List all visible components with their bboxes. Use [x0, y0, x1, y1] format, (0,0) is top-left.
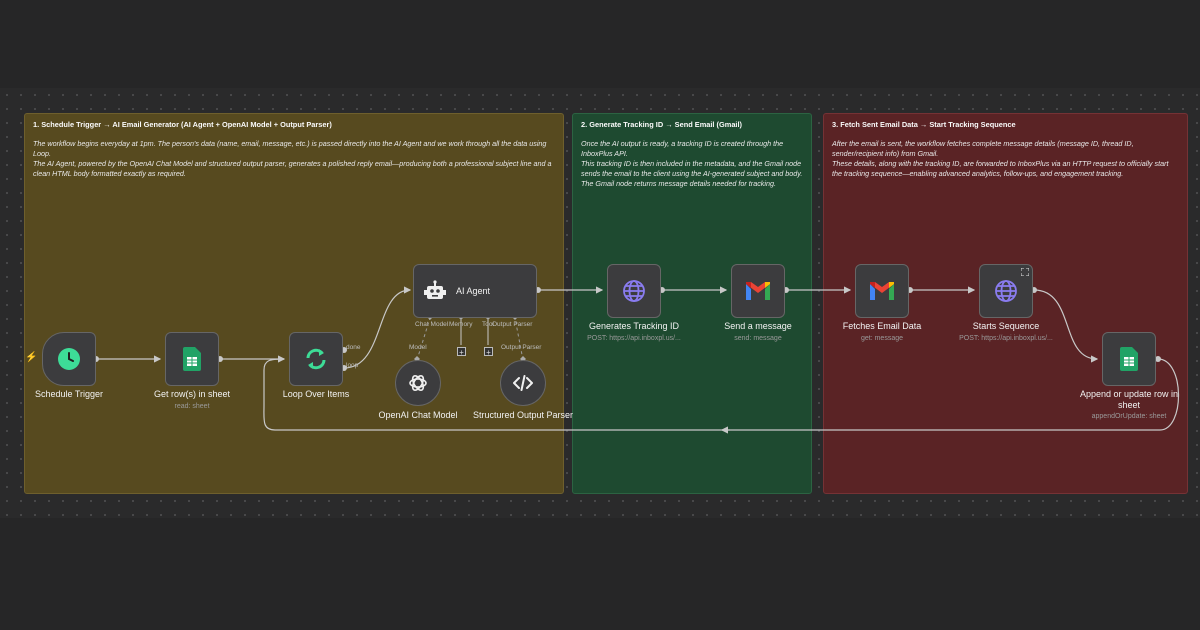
robot-icon — [424, 280, 446, 299]
node-openai-chat-model[interactable] — [395, 360, 441, 406]
sticky-title: 3. Fetch Sent Email Data → Start Trackin… — [832, 120, 1016, 129]
gmail-icon — [746, 282, 770, 300]
node-label: Fetches Email Data — [842, 321, 922, 331]
sticky-paragraph: These details, along with the tracking I… — [832, 159, 1169, 178]
sticky-paragraph: Once the AI output is ready, a tracking … — [581, 139, 784, 158]
trigger-bolt-icon: ⚡ — [25, 352, 38, 363]
google-sheets-icon — [1120, 347, 1138, 371]
code-icon — [513, 375, 533, 391]
node-label: Starts Sequence — [972, 321, 1040, 331]
expand-icon[interactable] — [1021, 268, 1029, 276]
sticky-paragraph: The workflow begins everyday at 1pm. The… — [33, 139, 547, 158]
port-label-output-parser: Output Parser — [492, 321, 533, 328]
sticky-title: 1. Schedule Trigger → AI Email Generator… — [33, 120, 332, 129]
node-label: Structured Output Parser — [472, 410, 574, 420]
openai-icon — [409, 374, 427, 392]
node-title: AI Agent — [456, 286, 491, 296]
globe-icon — [623, 280, 645, 302]
port-label-done: done — [346, 344, 361, 351]
sticky-paragraph: The AI Agent, powered by the OpenAI Chat… — [33, 159, 552, 178]
port-label-output-parser-sub: Output Parser — [501, 344, 542, 351]
node-subtitle: POST: https://api.inboxpl.us/... — [587, 335, 681, 342]
sticky-title: 2. Generate Tracking ID → Send Email (Gm… — [581, 120, 743, 129]
globe-icon — [995, 280, 1017, 302]
sticky-body: After the email is sent, the workflow fe… — [832, 139, 1179, 179]
node-label: Send a message — [724, 321, 792, 331]
port-label-loop: loop — [346, 362, 359, 369]
node-label: Get row(s) in sheet — [153, 389, 231, 399]
node-subtitle: POST: https://api.inboxpl.us/... — [959, 335, 1053, 342]
node-subtitle: get: message — [860, 335, 904, 342]
port-label-tool: Tool — [482, 321, 494, 328]
sticky-body: The workflow begins everyday at 1pm. The… — [33, 139, 555, 179]
sticky-paragraph: After the email is sent, the workflow fe… — [832, 139, 1134, 158]
gmail-icon — [870, 282, 894, 300]
google-sheets-icon — [183, 347, 201, 371]
node-fetches-email-data[interactable] — [855, 264, 909, 318]
node-structured-output-parser[interactable] — [500, 360, 546, 406]
clock-icon — [58, 348, 80, 370]
node-subtitle: send: message — [734, 335, 782, 342]
port-label-model: Model — [409, 344, 427, 351]
node-get-rows[interactable] — [165, 332, 219, 386]
sticky-body: Once the AI output is ready, a tracking … — [581, 139, 803, 189]
node-label: Append or update row in sheet — [1079, 389, 1179, 410]
node-label: Generates Tracking ID — [588, 321, 680, 331]
node-generates-tracking-id[interactable] — [607, 264, 661, 318]
node-schedule-trigger[interactable] — [42, 332, 96, 386]
node-subtitle: read: sheet — [174, 403, 210, 410]
port-label-memory: Memory — [449, 321, 473, 328]
node-send-a-message[interactable] — [731, 264, 785, 318]
node-append-or-update-row[interactable] — [1102, 332, 1156, 386]
add-tool-button[interactable]: + — [484, 347, 493, 357]
node-label: Schedule Trigger — [34, 389, 104, 399]
node-loop-over-items[interactable] — [289, 332, 343, 386]
loop-arrows-icon — [306, 348, 326, 370]
node-label: OpenAI Chat Model — [378, 410, 458, 420]
sticky-paragraph: This tracking ID is then included in the… — [581, 159, 803, 188]
add-memory-button[interactable]: + — [457, 347, 466, 357]
node-starts-sequence[interactable] — [979, 264, 1033, 318]
node-subtitle: appendOrUpdate: sheet — [1091, 413, 1167, 420]
port-label-chat-model: Chat Model — [415, 321, 449, 328]
node-label: Loop Over Items — [282, 389, 350, 399]
node-ai-agent[interactable]: AI Agent — [413, 264, 537, 318]
